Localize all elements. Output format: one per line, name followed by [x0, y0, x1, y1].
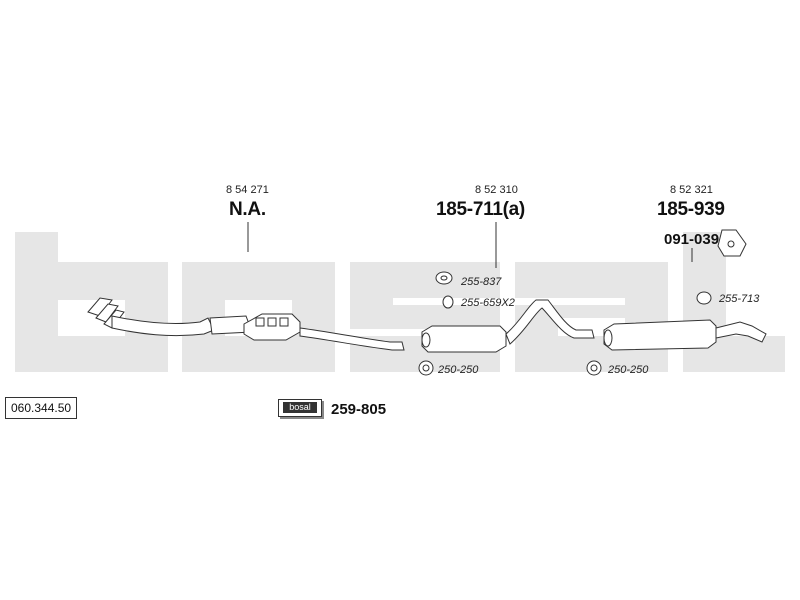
oe-number-2: 8 52 310	[475, 184, 518, 196]
accessory-symbols	[418, 271, 712, 376]
part-number-3: 185-939	[657, 199, 725, 220]
accessory-label: 255-713	[719, 293, 760, 305]
kit-box-icon: bosal	[278, 399, 322, 417]
oe-number-1: 8 54 271	[226, 184, 269, 196]
reference-number: 060.344.50	[5, 397, 78, 419]
center-silencer	[243, 313, 405, 351]
part-number-1: N.A.	[229, 199, 266, 220]
part-number-2: 185-711(a)	[436, 199, 525, 220]
accessory-label: 250-250	[608, 364, 649, 376]
rear-silencer	[603, 229, 767, 351]
kit-logo: bosal	[283, 402, 317, 413]
accessory-label: 250-250	[438, 364, 479, 376]
front-pipe	[87, 297, 253, 337]
accessory-label: 255-659X2	[461, 297, 515, 309]
kit-part-number: 259-805	[331, 401, 387, 418]
accessory-label: 255-837	[461, 276, 502, 288]
bosal-watermark	[15, 232, 785, 372]
oe-number-3: 8 52 321	[670, 184, 713, 196]
mounting-part-number: 091-039	[664, 231, 720, 248]
middle-silencer	[421, 299, 595, 353]
